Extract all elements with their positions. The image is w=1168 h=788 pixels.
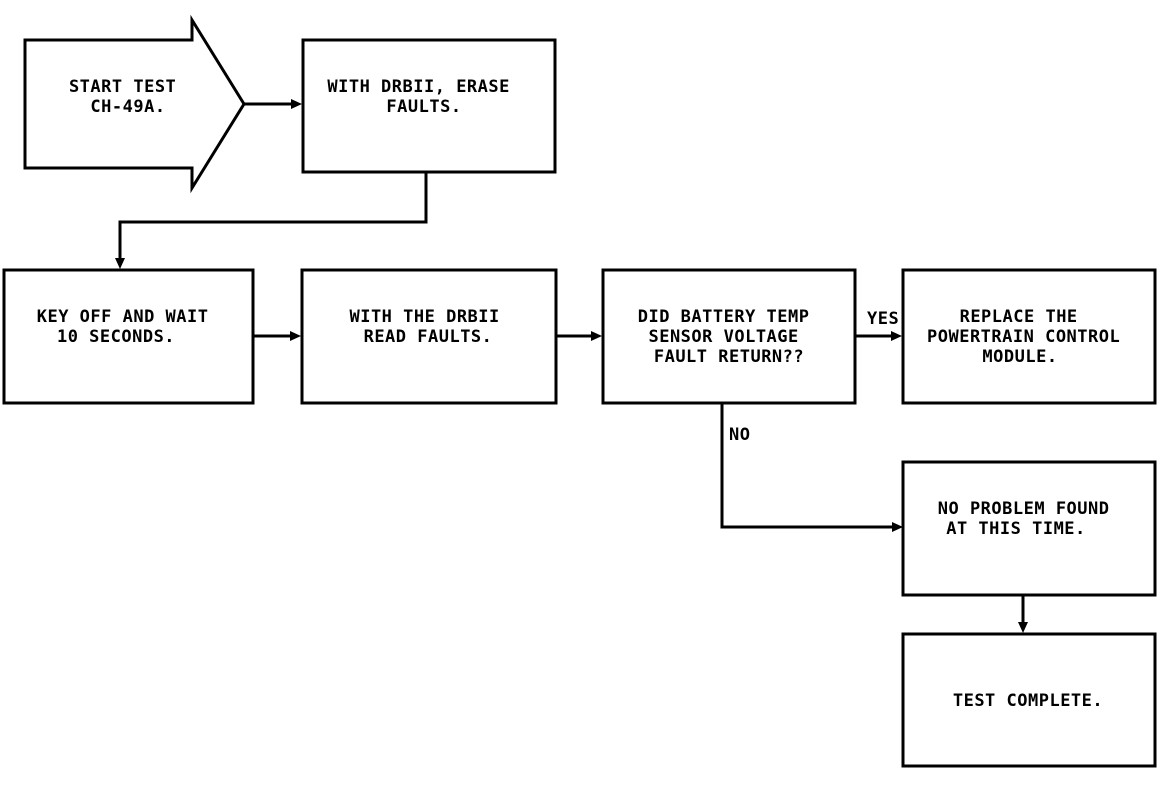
start-node-label: START TEST CH-49A. (69, 77, 187, 117)
arrowhead (290, 331, 301, 341)
decision-node (601, 268, 857, 405)
arrowhead (891, 331, 902, 341)
arrowhead (892, 522, 903, 532)
arrowhead (115, 258, 125, 269)
no-edge-label: NO (729, 425, 750, 445)
decision-label: DID BATTERY TEMP SENSOR VOLTAGE FAULT RE… (638, 307, 821, 367)
no-problem-label: NO PROBLEM FOUND AT THIS TIME. (938, 499, 1121, 539)
key-off-label: KEY OFF AND WAIT 10 SECONDS. (37, 307, 220, 347)
read-faults-label: WITH THE DRBII READ FAULTS. (349, 307, 510, 347)
test-complete-label: TEST COMPLETE. (953, 691, 1103, 711)
arrowhead (291, 99, 302, 109)
read-faults-node (300, 268, 558, 405)
arrowhead (591, 331, 602, 341)
test-complete-node (901, 632, 1157, 768)
edge-erase-to-keyoff (118, 172, 428, 258)
arrowhead (1018, 622, 1028, 633)
start-node (23, 14, 246, 194)
no-problem-node (901, 460, 1157, 597)
erase-faults-label: WITH DRBII, ERASE FAULTS. (327, 77, 520, 117)
yes-edge-label: YES (867, 309, 899, 329)
replace-pcm-label: REPLACE THE POWERTRAIN CONTROL MODULE. (927, 307, 1131, 367)
edge-decision-no-to-noprob (720, 403, 892, 529)
key-off-node (2, 268, 255, 405)
erase-faults-node (301, 38, 557, 174)
replace-pcm-node (901, 268, 1157, 405)
